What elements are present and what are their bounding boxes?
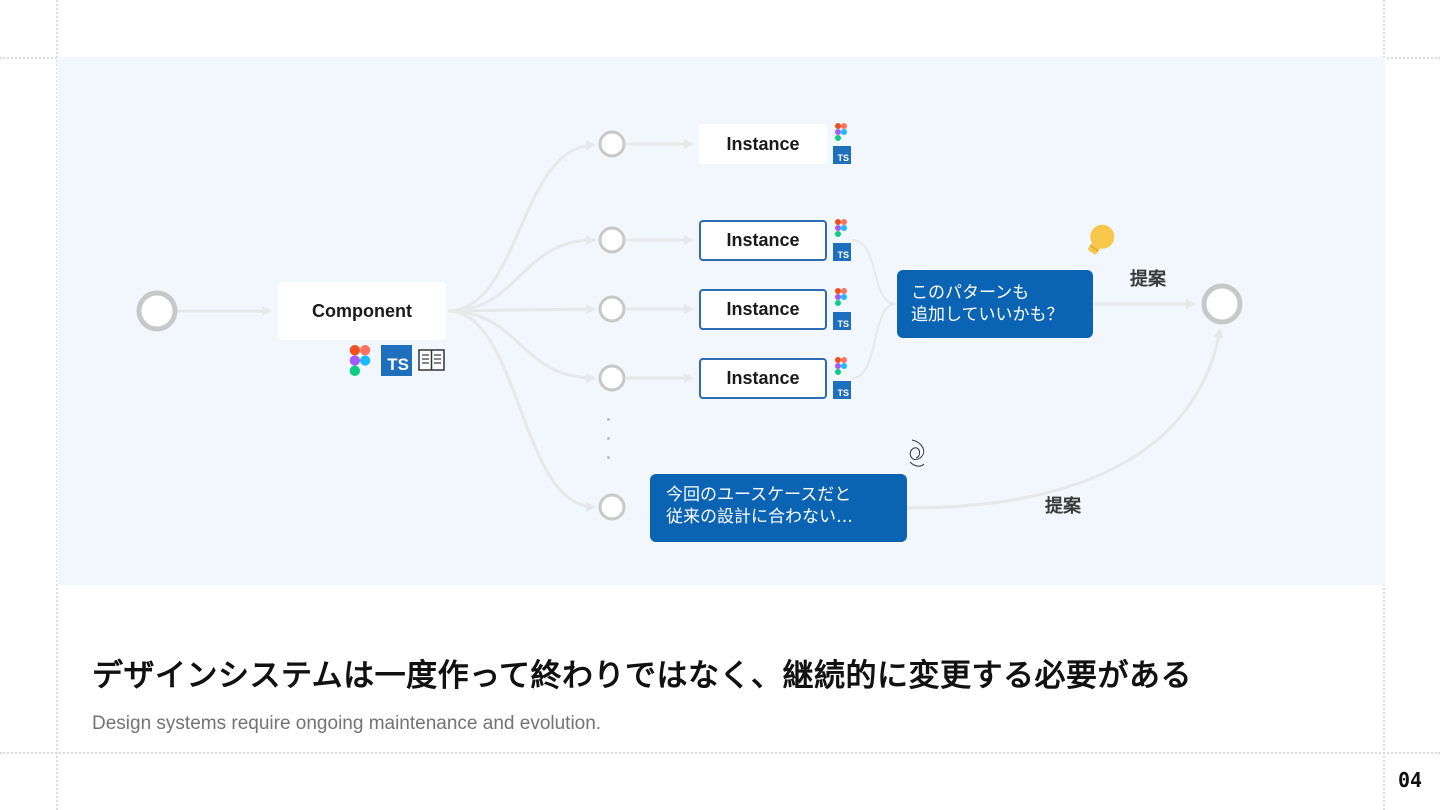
instance-node-4: Instance (699, 358, 827, 399)
edge-component-branch-1 (447, 140, 596, 313)
edge-component-branch-3 (447, 304, 596, 315)
start-node (136, 290, 178, 332)
callout-line: 今回のユースケースだと (666, 485, 852, 505)
branch-node-2 (598, 226, 626, 254)
branch-node-3 (598, 295, 626, 323)
instance-label: Instance (726, 230, 800, 250)
figma-icon (835, 219, 847, 237)
instance-label: Instance (726, 368, 800, 388)
figma-icon (835, 123, 847, 141)
callout-line: 追加していいかも？ (911, 305, 1064, 325)
swirl-icon (909, 439, 925, 467)
typescript-icon: TS (833, 312, 851, 330)
guide-line-bottom (0, 752, 1440, 754)
typescript-icon: TS (833, 146, 851, 164)
end-node (1201, 283, 1243, 325)
branch-node-1 (598, 130, 626, 158)
callout-suggestion: このパターンも 追加していいかも？ (897, 270, 1093, 338)
edge-instance4-callout (851, 303, 897, 379)
edge-component-branch-5 (447, 309, 596, 512)
proposal-label-top: 提案 (1130, 269, 1166, 290)
lightbulb-icon (1088, 224, 1115, 255)
proposal-label-bottom: 提案 (1045, 496, 1081, 517)
figma-icon (349, 345, 371, 376)
typescript-icon: TS (381, 345, 412, 376)
branch-node-4 (598, 364, 626, 392)
typescript-icon: TS (833, 381, 851, 399)
instance-label: Instance (726, 133, 800, 154)
callout-line: このパターンも (911, 283, 1030, 303)
ellipsis-dots (606, 418, 612, 468)
instance-node-1: Instance (699, 124, 827, 164)
instance-node-2: Instance (699, 220, 827, 261)
slide-subtitle: Design systems require ongoing maintenan… (92, 713, 602, 734)
callout-mismatch: 今回のユースケースだと 従来の設計に合わない… (650, 474, 907, 542)
component-label: Component (312, 300, 412, 321)
edge-instance2-callout (851, 239, 897, 305)
document-icon (418, 349, 445, 371)
figma-icon (835, 357, 847, 375)
edge-bottom-callout-end (906, 328, 1224, 510)
page-number: 04 (1398, 768, 1423, 792)
instance-label: Instance (726, 299, 800, 319)
edge-component-branch-4 (447, 309, 596, 383)
typescript-icon: TS (833, 243, 851, 261)
component-node: Component (278, 282, 446, 340)
figma-icon (835, 288, 847, 306)
edge-component-branch-2 (447, 235, 596, 313)
instance-node-3: Instance (699, 289, 827, 330)
branch-node-5 (598, 493, 626, 521)
slide-title: デザインシステムは一度作って終わりではなく、継続的に変更する必要がある (92, 658, 1193, 694)
callout-line: 従来の設計に合わない… (666, 507, 853, 527)
